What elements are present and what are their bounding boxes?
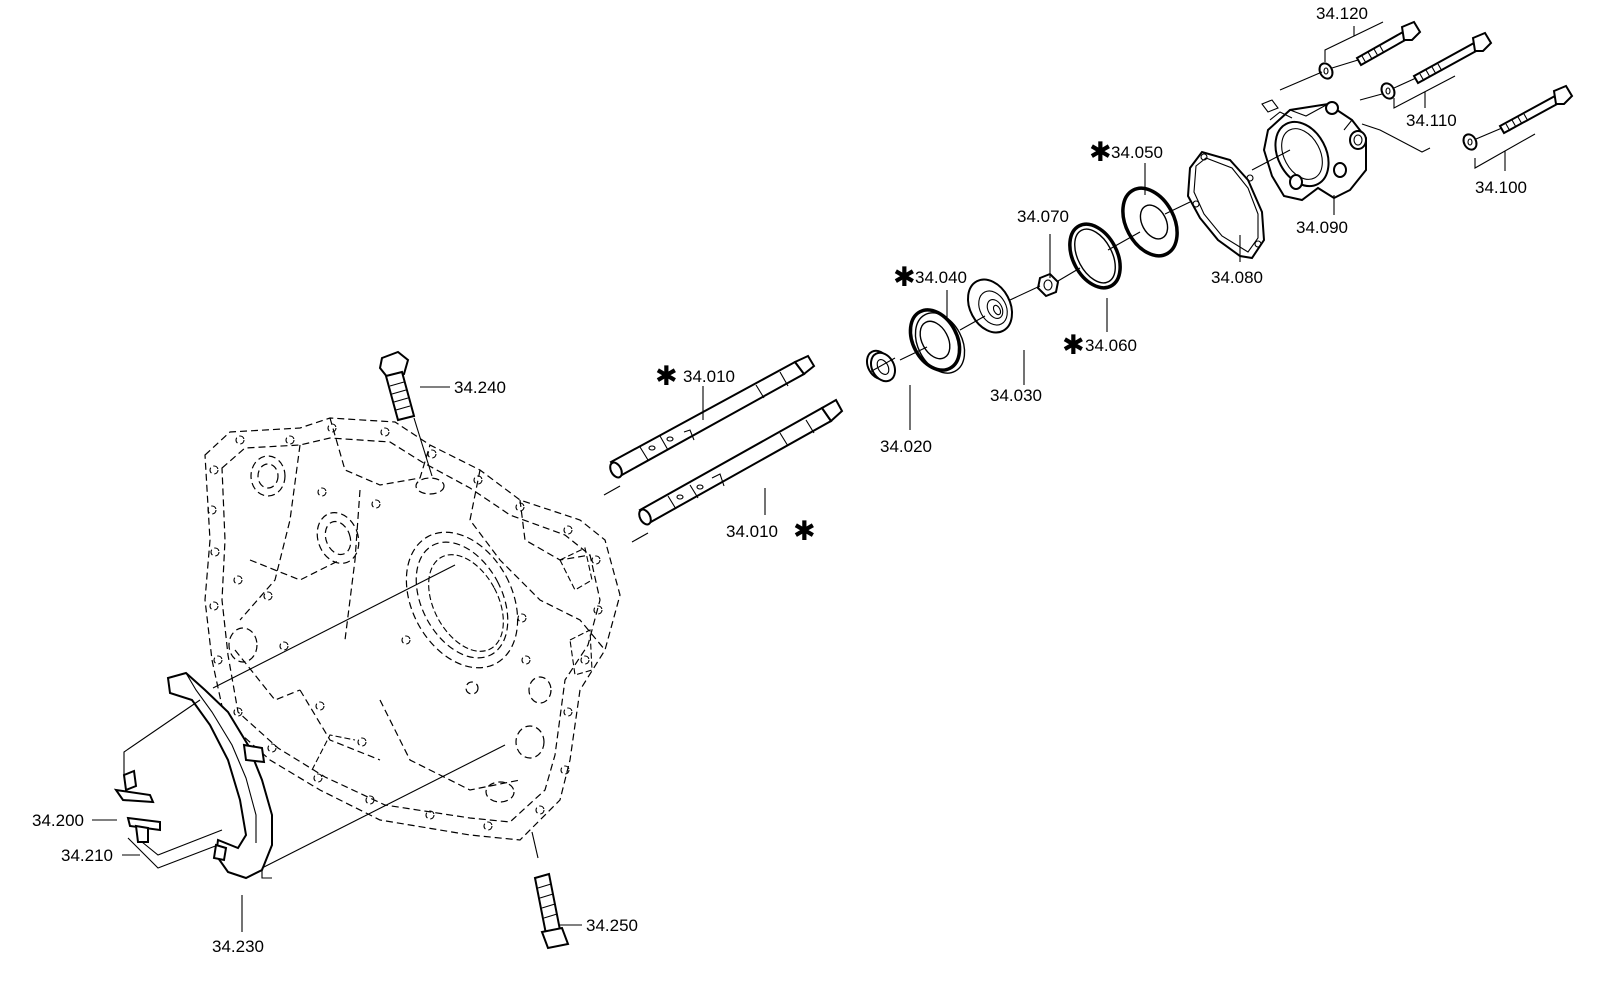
bolt-34120 (1355, 20, 1422, 67)
gasket-34080 (1186, 150, 1266, 260)
sliding-pad-lower (126, 816, 161, 843)
label-34010-lower: 34.010 (726, 522, 778, 541)
label-34050: 34.050 (1111, 143, 1163, 162)
oring-34060 (1068, 222, 1122, 290)
screw-plug-upper (378, 350, 416, 422)
part-labels: ✱ 34.010 34.010 ✱ 34.020 ✱ 34.040 34.030… (32, 4, 1527, 956)
label-34030: 34.030 (990, 386, 1042, 405)
label-34080: 34.080 (1211, 268, 1263, 287)
seal-34020 (866, 349, 896, 383)
label-34210: 34.210 (61, 846, 113, 865)
washer-34120 (1318, 62, 1334, 80)
asterisk-34060: ✱ (1062, 330, 1085, 361)
screw-plug-lower (533, 872, 570, 950)
shift-rod-lower (638, 398, 844, 526)
label-34230: 34.230 (212, 937, 264, 956)
bolt-34110 (1412, 31, 1493, 85)
label-34040: 34.040 (915, 268, 967, 287)
label-34020: 34.020 (880, 437, 932, 456)
label-34070: 34.070 (1017, 207, 1069, 226)
label-34110: 34.110 (1406, 111, 1457, 130)
nut-34070 (1036, 272, 1060, 298)
label-34240: 34.240 (454, 378, 506, 397)
label-34250: 34.250 (586, 916, 638, 935)
ring-34050 (1121, 186, 1179, 258)
shift-fork (166, 671, 273, 880)
sliding-pad-upper (113, 769, 155, 804)
bolt-34100 (1498, 84, 1574, 135)
asterisk-34050: ✱ (1089, 137, 1112, 168)
asterisk-34040: ✱ (893, 262, 916, 293)
label-34120: 34.120 (1316, 4, 1368, 23)
cylinder-cover-34090 (1261, 99, 1367, 202)
label-34200: 34.200 (32, 811, 84, 830)
label-34100: 34.100 (1475, 178, 1527, 197)
shift-rod-upper (609, 354, 816, 479)
label-34090: 34.090 (1296, 218, 1348, 237)
label-34010-upper: 34.010 (683, 367, 735, 386)
washer-34110 (1380, 82, 1396, 100)
asterisk-34010-lower: ✱ (793, 516, 816, 547)
washer-34100 (1462, 133, 1478, 151)
leader-lines (92, 21, 1536, 932)
piston-34030 (966, 278, 1014, 334)
ring-34040 (908, 308, 966, 374)
transmission-housing (204, 417, 621, 841)
asterisk-34010-upper: ✱ (655, 361, 678, 392)
assembly-lines (123, 59, 1503, 879)
label-34060: 34.060 (1085, 336, 1137, 355)
